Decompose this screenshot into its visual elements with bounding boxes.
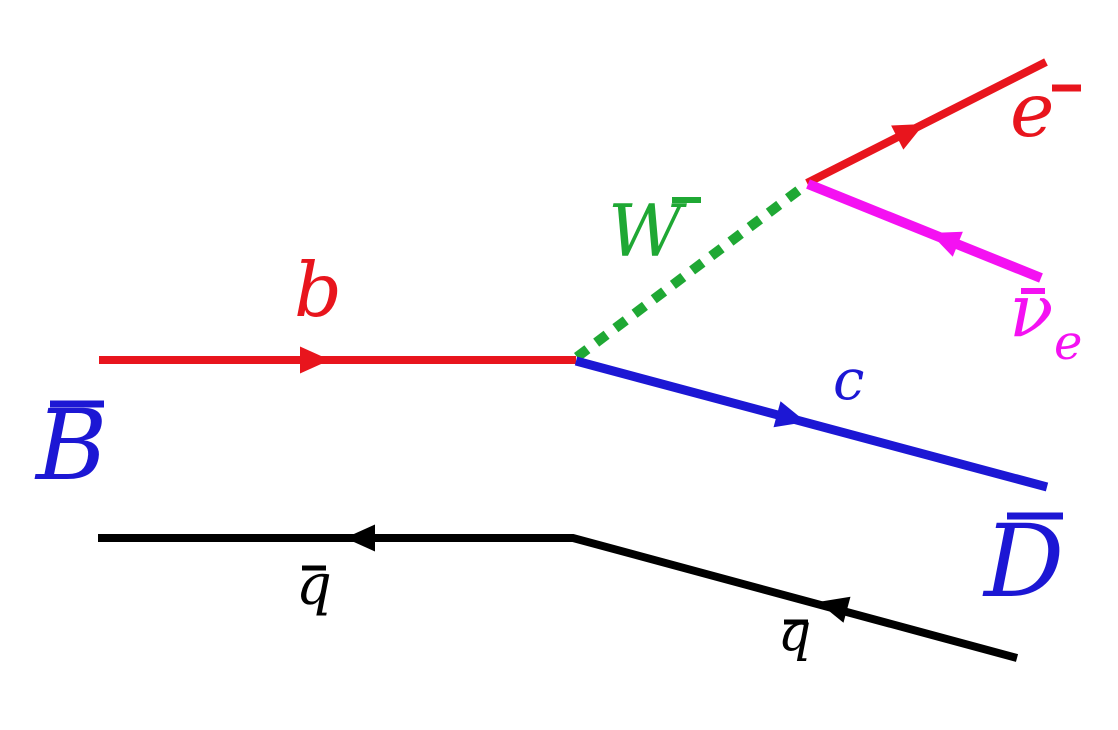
electron-label: e [1010, 66, 1054, 154]
B-meson-label: B [34, 389, 107, 502]
decoration-layer [50, 84, 1081, 625]
b-quark-label: b [294, 246, 342, 334]
label-layer: b B W e ν e c q q D [34, 66, 1082, 663]
spectator-antiquark-line-arrow-2 [818, 596, 851, 623]
b-quark-line-arrow-1 [300, 346, 330, 374]
c-quark-line-arrow-1 [773, 401, 806, 428]
electron-antineutrino-line-arrow-1 [930, 231, 963, 257]
electron-line-arrow-1 [891, 124, 924, 150]
W-boson-label: W [608, 189, 687, 273]
c-quark-label: c [833, 348, 864, 413]
antiquark-label-2: q [778, 603, 811, 663]
c-quark-line [574, 356, 1049, 492]
line-layer [98, 58, 1049, 662]
antineutrino-subscript-label: e [1054, 315, 1082, 371]
electron-line [805, 58, 1048, 187]
D-meson-label: D [982, 503, 1064, 620]
antineutrino-label: ν [1009, 269, 1053, 354]
spectator-antiquark-line-arrow-1 [345, 524, 375, 552]
electron-antineutrino-line [806, 179, 1043, 283]
spectator-antiquark-line [98, 534, 1019, 662]
antiquark-label-1: q [296, 553, 332, 618]
